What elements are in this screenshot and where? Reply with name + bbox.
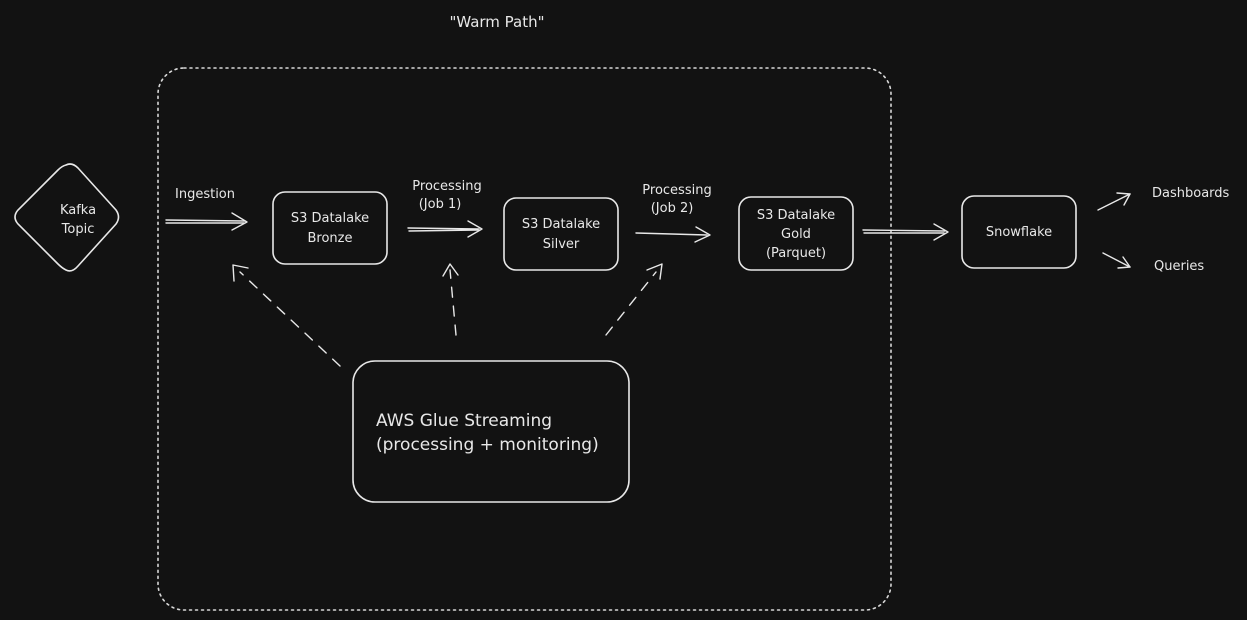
ingestion-edge: Ingestion bbox=[165, 187, 248, 231]
s3-bronze-box bbox=[272, 191, 388, 265]
s3-silver-box bbox=[503, 197, 619, 271]
job1-arrow-head bbox=[467, 220, 483, 238]
s3-silver-label-line1: S3 Datalake bbox=[522, 217, 600, 232]
job1-label-line2: (Job 1) bbox=[419, 197, 462, 212]
s3-bronze-node[interactable]: S3 Datalake Bronze bbox=[272, 191, 388, 265]
glue-silver-dashed-line bbox=[449, 269, 457, 336]
s3-bronze-label-line1: S3 Datalake bbox=[291, 211, 369, 226]
kafka-topic-label-line2: Topic bbox=[61, 222, 95, 237]
dashboards-arrow-head bbox=[1116, 192, 1131, 206]
queries-arrow-line bbox=[1102, 252, 1131, 268]
job1-edge: Processing (Job 1) bbox=[407, 179, 483, 238]
s3-gold-node[interactable]: S3 Datalake Gold (Parquet) bbox=[738, 196, 854, 271]
aws-glue-label-line1: AWS Glue Streaming bbox=[376, 411, 552, 431]
warm-path-title: "Warm Path" bbox=[449, 13, 544, 31]
s3-silver-node[interactable]: S3 Datalake Silver bbox=[503, 197, 619, 271]
s3-bronze-label-line2: Bronze bbox=[308, 231, 353, 246]
snowflake-label: Snowflake bbox=[986, 225, 1052, 240]
job1-label-line1: Processing bbox=[412, 179, 481, 194]
s3-gold-label-line2: Gold bbox=[781, 227, 811, 242]
queries-arrow-head bbox=[1117, 256, 1131, 269]
glue-to-gold-edge bbox=[605, 263, 663, 336]
job2-arrow-head bbox=[694, 226, 711, 243]
aws-glue-box bbox=[352, 360, 630, 503]
glue-to-bronze-edge bbox=[232, 264, 341, 367]
warm-path-region: "Warm Path" bbox=[157, 13, 892, 611]
ingestion-arrow-head bbox=[231, 212, 248, 231]
ingestion-arrow-line bbox=[165, 219, 246, 222]
job2-arrow-line bbox=[635, 232, 708, 236]
gold-snowflake-arrow-head bbox=[933, 223, 949, 241]
gold-to-snowflake-edge bbox=[862, 223, 949, 241]
job2-label-line2: (Job 2) bbox=[651, 201, 694, 216]
glue-bronze-dashed-line bbox=[239, 271, 341, 367]
glue-bronze-arrow-head bbox=[232, 264, 249, 282]
kafka-topic-node[interactable]: Kafka Topic bbox=[14, 163, 120, 272]
dashboards-label: Dashboards bbox=[1152, 186, 1230, 201]
gold-snowflake-arrow-line bbox=[862, 229, 946, 232]
glue-gold-arrow-head bbox=[646, 263, 663, 280]
aws-glue-label-line2: (processing + monitoring) bbox=[376, 435, 599, 455]
s3-gold-label-line1: S3 Datalake bbox=[757, 208, 835, 223]
glue-to-silver-edge bbox=[442, 263, 459, 336]
aws-glue-streaming-node[interactable]: AWS Glue Streaming (processing + monitor… bbox=[352, 360, 630, 503]
queries-output: Queries bbox=[1102, 252, 1204, 274]
s3-gold-label-line3: (Parquet) bbox=[766, 246, 826, 261]
job1-arrow-line bbox=[407, 227, 480, 230]
s3-silver-label-line2: Silver bbox=[543, 237, 580, 252]
queries-label: Queries bbox=[1154, 259, 1204, 274]
dashboards-output: Dashboards bbox=[1097, 186, 1230, 211]
job1-arrow-line-2 bbox=[408, 229, 479, 232]
ingestion-label: Ingestion bbox=[175, 187, 235, 202]
glue-silver-arrow-head bbox=[442, 263, 459, 277]
kafka-topic-shape bbox=[14, 163, 120, 272]
dashboards-arrow-line bbox=[1097, 193, 1131, 211]
job2-edge: Processing (Job 2) bbox=[635, 183, 712, 243]
warm-path-frame bbox=[157, 67, 892, 611]
snowflake-node[interactable]: Snowflake bbox=[961, 195, 1077, 269]
job2-label-line1: Processing bbox=[642, 183, 711, 198]
snowflake-box bbox=[961, 195, 1077, 269]
glue-gold-dashed-line bbox=[605, 271, 657, 336]
s3-gold-box bbox=[738, 196, 854, 271]
kafka-topic-label-line1: Kafka bbox=[60, 203, 96, 218]
